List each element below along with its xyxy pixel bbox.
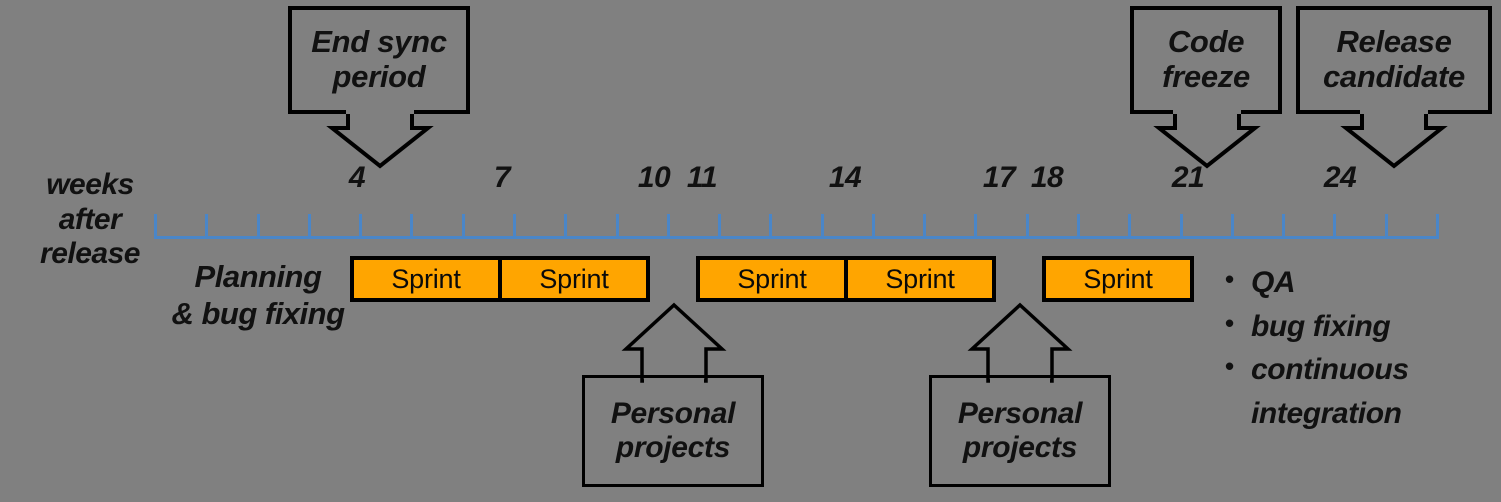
- axis-caption-line3: release: [40, 237, 140, 270]
- bullet-dot-icon: •: [1225, 307, 1234, 338]
- week-label-21: 21: [1171, 161, 1205, 194]
- timeline-axis[interactable]: [154, 210, 1439, 242]
- axis-tick: [1180, 214, 1183, 239]
- planning-caption-line1: Planning: [194, 259, 322, 294]
- personal-projects-2-arrow: [967, 302, 1073, 387]
- bullet-item-bug-fixing-label: bug fixing: [1251, 309, 1391, 343]
- sprint-box-3[interactable]: Sprint: [696, 256, 848, 302]
- axis-tick: [205, 214, 208, 239]
- axis-tick: [667, 214, 670, 239]
- personal-projects-1-arrow: [621, 302, 727, 387]
- sprint-box-3-label: Sprint: [737, 263, 807, 294]
- callout-code-freeze-arrow: [1153, 106, 1261, 169]
- bullet-dot-icon: •: [1225, 264, 1234, 294]
- axis-start-cap: [154, 214, 157, 239]
- sprint-box-2-label: Sprint: [539, 263, 609, 294]
- sprint-box-4[interactable]: Sprint: [844, 256, 996, 302]
- week-label-18: 18: [1030, 161, 1064, 194]
- axis-caption-line2: after: [58, 202, 122, 236]
- axis-tick: [1128, 214, 1131, 239]
- bullet-item-qa: • QA: [1225, 261, 1490, 305]
- sprint-box-4-label: Sprint: [885, 263, 955, 294]
- sprint-box-1-label: Sprint: [391, 263, 461, 294]
- axis-tick: [564, 214, 567, 239]
- week-label-17: 17: [982, 161, 1016, 194]
- axis-tick: [974, 214, 977, 239]
- bullet-item-qa-label: QA: [1251, 266, 1296, 299]
- axis-tick: [1282, 214, 1285, 239]
- bullet-item-bug-fixing: • bug fixing: [1225, 305, 1490, 349]
- sprint-box-2[interactable]: Sprint: [498, 256, 650, 302]
- sprint-box-5-label: Sprint: [1083, 263, 1153, 294]
- week-label-24: 24: [1323, 161, 1357, 194]
- axis-tick: [410, 214, 413, 239]
- axis-tick: [1385, 214, 1388, 239]
- week-label-7: 7: [493, 161, 511, 194]
- week-label-11: 11: [686, 161, 718, 194]
- axis-tick: [1077, 214, 1080, 239]
- axis-baseline: [154, 236, 1439, 239]
- axis-tick: [513, 214, 516, 239]
- axis-tick: [718, 214, 721, 239]
- planning-caption: Planning & bug fixing: [158, 258, 358, 332]
- sprint-box-1[interactable]: Sprint: [350, 256, 502, 302]
- axis-tick: [1333, 214, 1336, 239]
- axis-tick: [821, 214, 824, 239]
- planning-caption-line2: & bug fixing: [171, 296, 345, 332]
- axis-tick: [923, 214, 926, 239]
- axis-tick: [308, 214, 311, 239]
- callout-end-sync-period-arrow: [326, 106, 434, 169]
- axis-end-cap: [1436, 214, 1439, 239]
- axis-tick: [769, 214, 772, 239]
- axis-tick: [359, 214, 362, 239]
- axis-tick: [257, 214, 260, 239]
- axis-tick: [1231, 214, 1234, 239]
- week-label-10: 10: [637, 161, 671, 194]
- axis-tick: [616, 214, 619, 239]
- week-label-4: 4: [348, 161, 366, 194]
- bullet-dot-icon: •: [1225, 351, 1234, 381]
- axis-tick: [872, 214, 875, 239]
- axis-tick: [462, 214, 465, 239]
- axis-caption-line1: weeks: [46, 168, 134, 201]
- callout-release-candidate-arrow: [1340, 106, 1448, 169]
- axis-tick: [1026, 214, 1029, 239]
- week-label-14: 14: [828, 161, 862, 194]
- sprint-box-5[interactable]: Sprint: [1042, 256, 1194, 302]
- axis-caption: weeks after release: [12, 168, 168, 272]
